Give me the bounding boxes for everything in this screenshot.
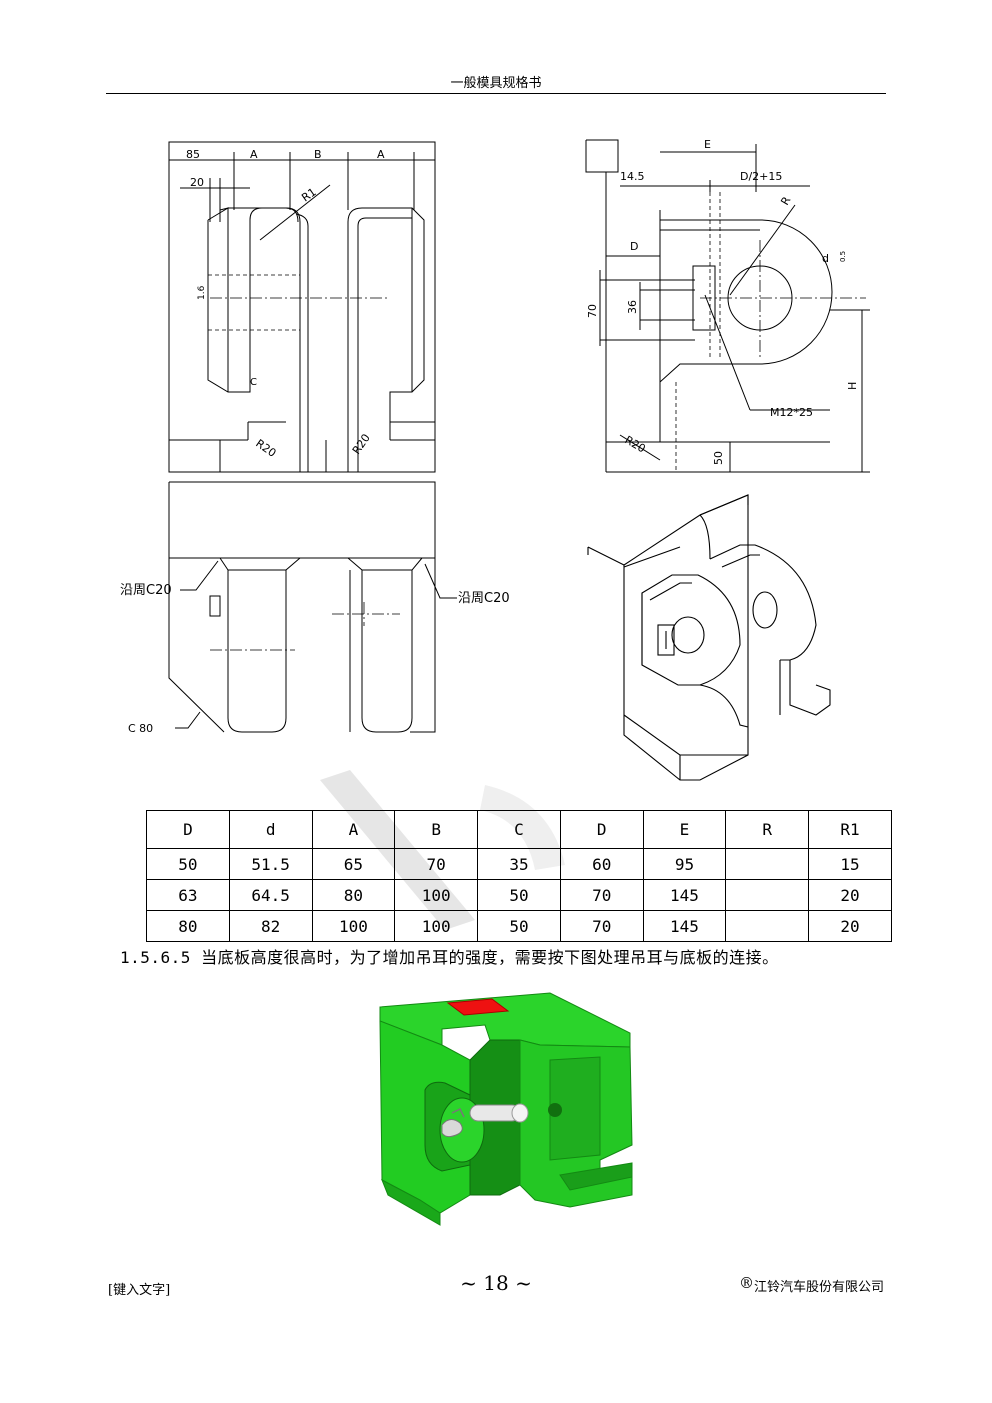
dim-50-label: 50	[712, 451, 725, 465]
col-header: D	[559, 810, 644, 849]
dim-70-label: 70	[586, 304, 599, 318]
table-cell: 20	[808, 879, 892, 911]
table-cell: 35	[477, 848, 561, 880]
m12-label: M12*25	[770, 406, 813, 419]
table-header-row: D d A B C D E R R1	[146, 810, 892, 849]
table-cell: 145	[642, 910, 727, 942]
table-cell: 70	[559, 879, 644, 911]
table-cell: 15	[808, 848, 892, 880]
table-cell: 80	[146, 910, 230, 942]
header-title: 一般模具规格书	[450, 76, 542, 91]
header-rule	[106, 93, 886, 94]
r-label: R	[778, 194, 793, 207]
r20-left-label: R20	[253, 437, 278, 460]
table-cell: 70	[394, 848, 479, 880]
dim-a1-label: A	[250, 148, 258, 161]
r20-side-label: R20	[623, 433, 648, 455]
company-name: 江铃汽车股份有限公司	[753, 1280, 884, 1295]
table-cell: 65	[311, 848, 396, 880]
registered-mark: ®	[738, 1274, 754, 1292]
table-cell: 100	[311, 910, 396, 942]
table-cell: 145	[642, 879, 727, 911]
dim-b-label: B	[314, 148, 322, 161]
table-cell	[725, 910, 810, 942]
table-cell: 100	[394, 910, 479, 942]
table-cell: 50	[477, 910, 561, 942]
footer-company: ®江铃汽车股份有限公司	[739, 1274, 884, 1295]
table-cell: 64.5	[228, 879, 313, 911]
table-cell: 51.5	[228, 848, 313, 880]
table-cell: 50	[477, 879, 561, 911]
table-cell: 95	[642, 848, 727, 880]
c-label: C	[250, 377, 257, 388]
table-row: 63 64.5 80 100 50 70 145 20	[146, 879, 892, 911]
e-label: E	[704, 138, 711, 151]
tol-side-label: 0.5	[839, 251, 847, 262]
table-cell: 100	[394, 879, 479, 911]
col-header: R	[725, 810, 810, 849]
c20-left-label: 沿周C20	[120, 583, 172, 598]
col-header: B	[394, 810, 479, 849]
table-cell	[725, 848, 810, 880]
col-header: R1	[808, 810, 892, 849]
spec-table: D d A B C D E R R1 50 51.5 65 70 35 60 9…	[146, 810, 892, 942]
dim-85-label: 85	[186, 148, 200, 161]
table-cell: 70	[559, 910, 644, 942]
r20-right-label: R20	[350, 432, 373, 457]
d-half-label: D/2+15	[740, 170, 782, 183]
r1-label: R1	[299, 185, 318, 204]
bottom-view-drawing: 沿周C20 沿周C20 C 80	[120, 481, 510, 735]
footer-left-text: [键入文字]	[108, 1283, 171, 1298]
table-cell	[725, 879, 810, 911]
dim-14-5-label: 14.5	[620, 170, 645, 183]
col-header: D	[146, 810, 230, 849]
front-view-drawing: 85 A B A 20 R1 1.6 C R20 R20	[168, 141, 436, 473]
dim-20-label: 20	[190, 176, 204, 189]
tol-label: 1.6	[197, 285, 207, 300]
table-cell: 80	[311, 879, 396, 911]
page-number: ~ 18 ~	[460, 1271, 532, 1295]
section-note: 1.5.6.5 当底板高度很高时，为了增加吊耳的强度，需要按下图处理吊耳与底板的…	[120, 948, 779, 967]
col-header: E	[642, 810, 727, 849]
h-label: H	[846, 382, 859, 390]
table-row: 80 82 100 100 50 70 145 20	[146, 910, 892, 942]
c80-label: C 80	[128, 722, 153, 735]
dim-36-label: 36	[626, 300, 639, 314]
isometric-drawing	[587, 494, 831, 781]
table-cell: 20	[808, 910, 892, 942]
c20-right-label: 沿周C20	[458, 591, 510, 606]
dim-a2-label: A	[377, 148, 385, 161]
table-row: 50 51.5 65 70 35 60 95 15	[146, 848, 892, 880]
col-header: A	[311, 810, 396, 849]
table-cell: 63	[146, 879, 230, 911]
table-cell: 50	[146, 848, 230, 880]
table-cell: 60	[559, 848, 644, 880]
green-3d-model	[379, 992, 633, 1226]
col-header: d	[228, 810, 313, 849]
col-header: C	[477, 810, 561, 849]
d-big-label: D	[630, 240, 638, 253]
side-view-drawing: E 14.5 D/2+15 R d 0.5 D 70 36 M12*25 H R…	[585, 138, 870, 473]
table-cell: 82	[228, 910, 313, 942]
d-small-label: d	[822, 252, 829, 265]
